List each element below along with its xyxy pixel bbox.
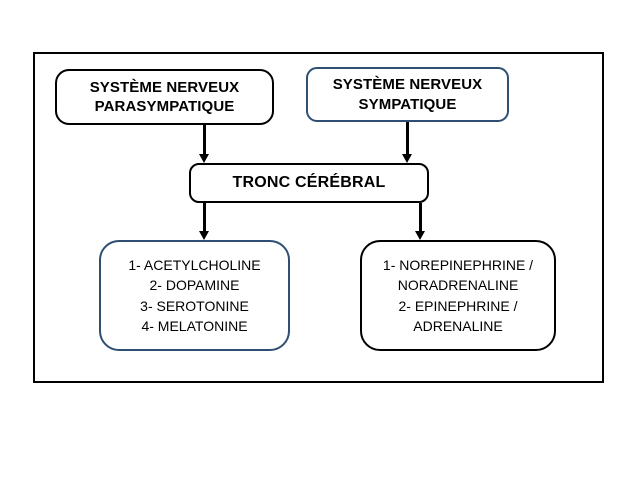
- node-brainstem-label: TRONC CÉRÉBRAL: [232, 173, 386, 191]
- node-sympathetic-transmitters-label: 1- NOREPINEPHRINE / NORADRENALINE 2- EPI…: [382, 256, 534, 334]
- node-sympathetic-label: SYSTÈME NERVEUX SYMPATIQUE: [332, 76, 483, 113]
- arrow-shaft: [203, 125, 206, 154]
- node-brainstem: TRONC CÉRÉBRAL: [189, 163, 429, 203]
- arrow-head-down-icon: [198, 154, 209, 163]
- arrow-shaft: [203, 203, 206, 231]
- arrow-head-down-icon: [414, 231, 425, 240]
- arrow-shaft: [406, 122, 409, 154]
- node-parasympathetic-label: SYSTÈME NERVEUX PARASYMPATIQUE: [89, 78, 240, 115]
- arrow-head-down-icon: [401, 154, 412, 163]
- arrow-shaft: [419, 203, 422, 231]
- node-sympathetic-transmitters: 1- NOREPINEPHRINE / NORADRENALINE 2- EPI…: [360, 240, 556, 351]
- node-parasympathetic-transmitters: 1- ACETYLCHOLINE 2- DOPAMINE 3- SEROTONI…: [99, 240, 290, 351]
- node-sympathetic-nervous-system: SYSTÈME NERVEUX SYMPATIQUE: [306, 67, 509, 122]
- node-parasympathetic-nervous-system: SYSTÈME NERVEUX PARASYMPATIQUE: [55, 69, 274, 125]
- arrow-head-down-icon: [198, 231, 209, 240]
- node-parasympathetic-transmitters-label: 1- ACETYLCHOLINE 2- DOPAMINE 3- SEROTONI…: [128, 256, 261, 334]
- diagram-outer-frame: SYSTÈME NERVEUX PARASYMPATIQUE SYSTÈME N…: [33, 52, 604, 383]
